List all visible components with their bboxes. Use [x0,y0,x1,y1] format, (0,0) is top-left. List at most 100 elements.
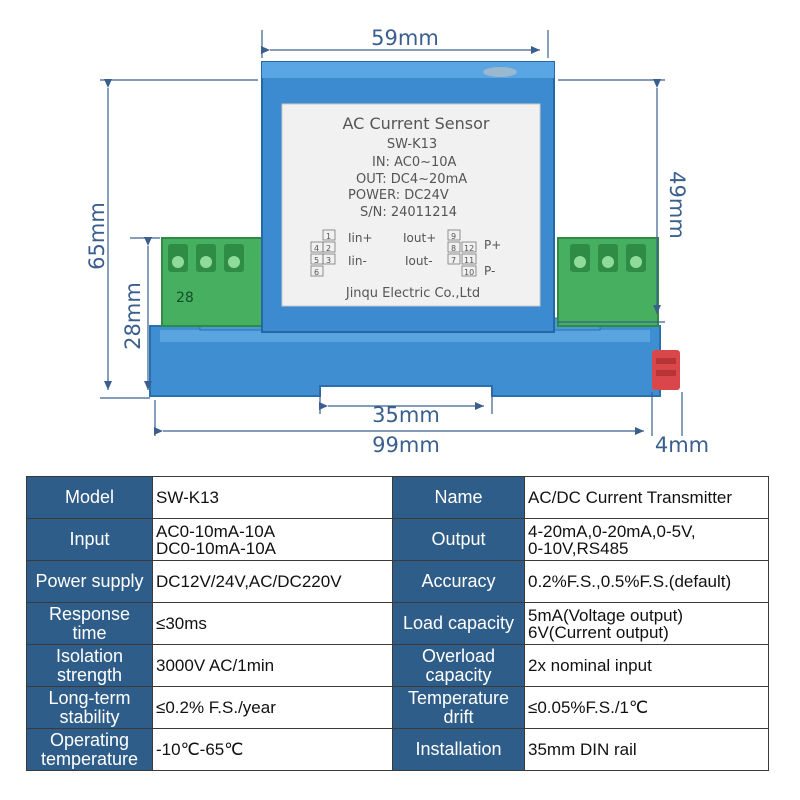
spec-row: Response time ≤30ms Load capacity 5mA(Volta… [26,602,769,645]
dimension-lines [100,30,683,436]
right-pin-grid [447,229,477,277]
spec-value: 4-20mA,0-20mA,0-5V, 0-10V,RS485 [528,521,696,558]
spec-value-cell: 0.2%F.S.,0.5%F.S.(default) [524,560,769,603]
pin-8: 8 [451,244,456,253]
spec-value-cell: ≤0.05%F.S./1℃ [524,686,769,729]
spec-value-cell: SW-K13 [152,476,393,519]
spec-value-cell: 5mA(Voltage output) 6V(Current output) [524,602,769,645]
dim-total-width: 99mm [372,433,440,457]
pin-6: 6 [314,268,319,277]
spec-key: Accuracy [421,571,496,591]
spec-key: Load capacity [402,613,515,633]
spec-value: SW-K13 [156,488,219,507]
spec-value-cell: 4-20mA,0-20mA,0-5V, 0-10V,RS485 [524,518,769,561]
spec-value-cell: 35mm DIN rail [524,728,769,771]
spec-row: Operating temperature -10℃-65℃ Installatio… [26,728,769,771]
left-pin-grid [310,229,336,277]
spec-value-cell: ≤30ms [152,602,393,645]
spec-value: 35mm DIN rail [528,740,637,759]
pin-label-iout-minus: Iout- [405,254,433,268]
spec-key-cell: Long-term stability [26,686,153,729]
spec-value: DC12V/24V,AC/DC220V [156,572,342,591]
spec-key-cell: Input [26,518,153,561]
spec-key: Installation [415,739,502,759]
label-input: IN: AC0~10A [372,155,457,170]
label-output: OUT: DC4~20mA [356,172,467,187]
pin-label-p-plus: P+ [484,238,501,252]
spec-value: 5mA(Voltage output) 6V(Current output) [528,605,683,642]
spec-value: ≤30ms [156,614,207,633]
spec-value-cell: -10℃-65℃ [152,728,393,771]
spec-key: Temperature drift [407,687,510,727]
spec-key: Name [434,487,483,507]
label-model: SW-K13 [387,137,437,152]
label-serial: S/N: 24011214 [360,205,457,220]
spec-key-cell: Operating temperature [26,728,153,771]
spec-value-cell: DC12V/24V,AC/DC220V [152,560,393,603]
spec-table: Model SW-K13 Name AC/DC Current Transmitter… [26,476,769,771]
spec-key-cell: Name [392,476,525,519]
spec-key: Response time [48,603,131,643]
spec-row: Power supply DC12V/24V,AC/DC220V Accuracy 0… [26,560,769,603]
spec-key-cell: Model [26,476,153,519]
spec-value: 0.2%F.S.,0.5%F.S.(default) [528,572,732,591]
dim-clip: 4mm [655,433,709,457]
dim-total-height: 65mm [85,202,109,270]
pin-4: 4 [314,244,319,253]
terminal-marking: 28 [176,290,194,306]
pin-7: 7 [451,256,456,265]
spec-value-cell: 3000V AC/1min [152,644,393,687]
spec-key: Output [431,529,486,549]
pin-label-iout-plus: Iout+ [403,231,436,245]
spec-key-cell: Installation [392,728,525,771]
spec-key-cell: Overload capacity [392,644,525,687]
spec-row: Model SW-K13 Name AC/DC Current Transmitter [26,476,769,519]
spec-key-cell: Temperature drift [392,686,525,729]
spec-value-cell: 2x nominal input [524,644,769,687]
pin-12: 12 [464,244,474,253]
pin-3: 3 [326,256,331,265]
spec-key-cell: Output [392,518,525,561]
spec-key-cell: Accuracy [392,560,525,603]
label-manufacturer: Jinqu Electric Co.,Ltd [345,286,480,301]
product-dimension-figure: 28 AC Current Sensor SW-K13 IN: AC0~10A … [85,26,709,457]
spec-key: Model [64,487,115,507]
spec-key: Isolation strength [55,645,124,685]
pin-2: 2 [326,244,331,253]
device-label: AC Current Sensor SW-K13 IN: AC0~10A OUT… [281,103,541,307]
pin-11: 11 [464,256,474,265]
spec-key-cell: Load capacity [392,602,525,645]
din-clip [652,350,680,390]
spec-value: ≤0.05%F.S./1℃ [528,698,649,717]
spec-key: Power supply [35,571,144,591]
spec-row: Isolation strength 3000V AC/1min Overload … [26,644,769,687]
label-title: AC Current Sensor [343,114,490,133]
spec-value-cell: AC0-10mA-10A DC0-10mA-10A [152,518,393,561]
pin-label-iin-plus: Iin+ [348,231,373,245]
spec-key: Overload capacity [421,645,496,685]
dim-top-width: 59mm [371,26,439,50]
dim-rail-width: 35mm [372,403,440,427]
spec-key: Input [69,529,110,549]
right-terminal-block [557,237,659,327]
dim-terminal-height: 28mm [121,282,145,350]
left-terminal-block: 28 [161,237,263,327]
pin-label-iin-minus: Iin- [348,254,367,268]
spec-value-cell: AC/DC Current Transmitter [524,476,769,519]
spec-key-cell: Isolation strength [26,644,153,687]
spec-key: Long-term stability [48,687,131,727]
spec-value: -10℃-65℃ [156,740,244,759]
spec-row: Input AC0-10mA-10A DC0-10mA-10A Output 4-20… [26,518,769,561]
pin-label-p-minus: P- [484,264,495,278]
label-power: POWER: DC24V [348,188,449,203]
spec-value: ≤0.2% F.S./year [156,698,276,717]
spec-row: Long-term stability ≤0.2% F.S./year Temper… [26,686,769,729]
spec-value-cell: ≤0.2% F.S./year [152,686,393,729]
pin-9: 9 [451,232,456,241]
spec-table-body: Model SW-K13 Name AC/DC Current Transmitter… [26,476,769,771]
spec-value: 3000V AC/1min [156,656,275,675]
pin-1: 1 [326,232,331,241]
spec-value: AC0-10mA-10A DC0-10mA-10A [156,521,276,558]
pin-10: 10 [464,268,474,277]
spec-key: Operating temperature [40,729,139,769]
